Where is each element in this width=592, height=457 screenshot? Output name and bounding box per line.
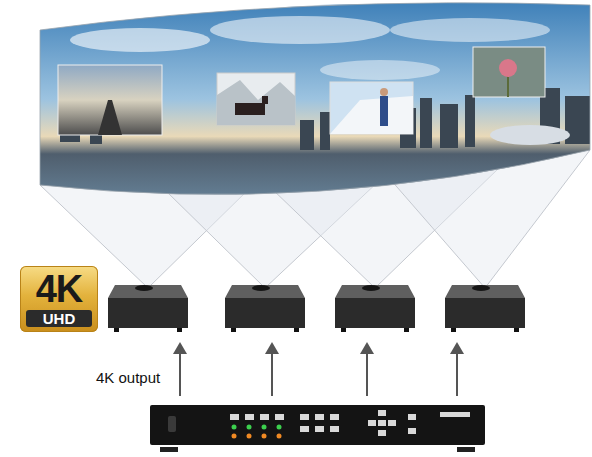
projectors bbox=[108, 285, 525, 332]
logo-text: 4K bbox=[26, 269, 92, 309]
logo-text: UHD bbox=[26, 310, 92, 327]
output-label: 4K output bbox=[96, 369, 160, 387]
curved-screen bbox=[40, 0, 592, 220]
signal-arrows bbox=[173, 342, 464, 396]
uhd-logo: 4KUHD bbox=[20, 266, 98, 332]
video-processor bbox=[150, 405, 485, 452]
thumbnail-photos bbox=[58, 47, 545, 135]
